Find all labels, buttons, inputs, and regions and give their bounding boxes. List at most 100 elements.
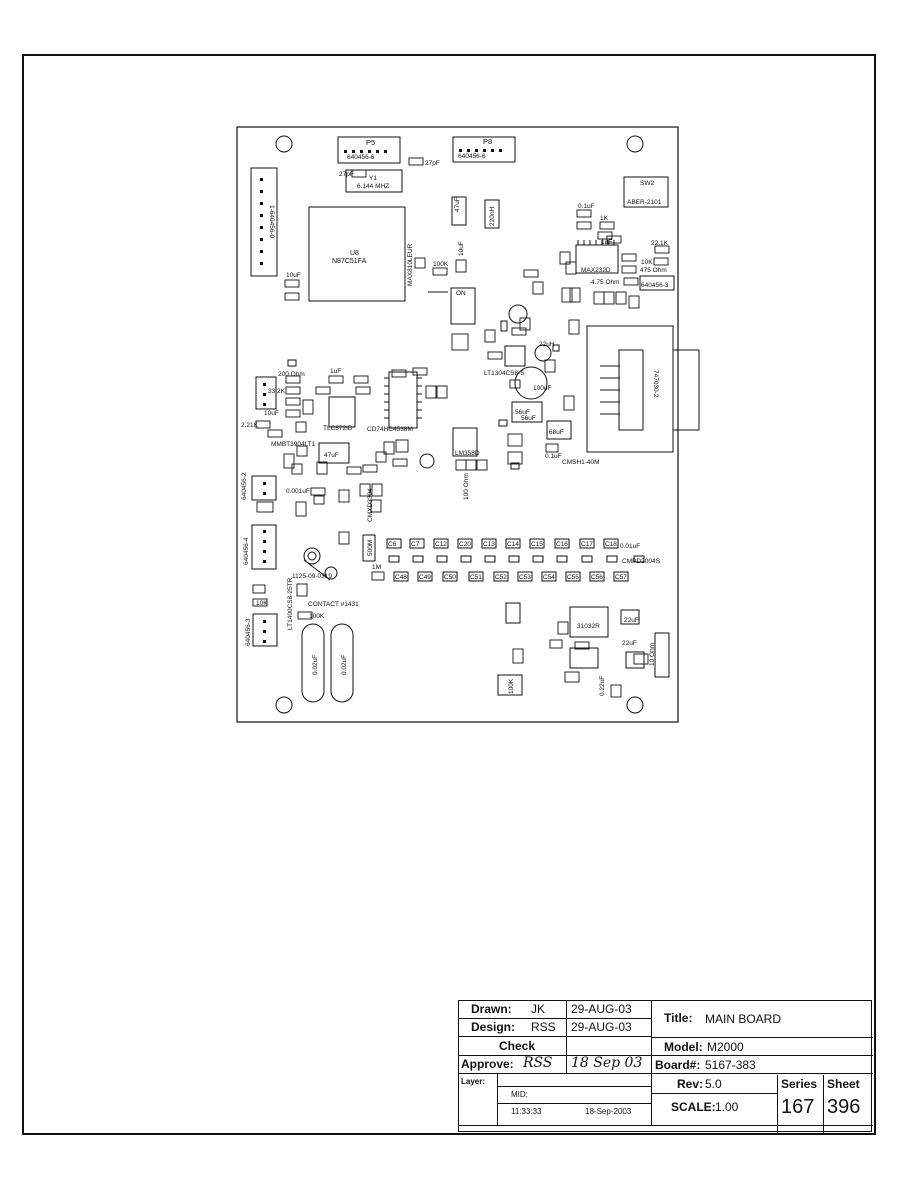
ic-u1 <box>452 427 478 457</box>
label-c10: 0.02uF <box>312 655 319 675</box>
cap-c26 <box>318 442 350 464</box>
note-18: CMXD3304 <box>367 488 374 522</box>
label-c26: 47uF <box>324 452 339 459</box>
note-30: 100K <box>309 613 325 620</box>
cap2-5: C53 <box>519 574 531 581</box>
label-p3-part: 640456-3 <box>641 282 669 289</box>
label-sw2: SW2 <box>640 180 654 187</box>
approve-date-signature: 18 Sep 03 <box>571 1055 643 1071</box>
note-28: 2.21K <box>241 422 259 429</box>
label-c61: 22uF <box>624 617 639 624</box>
cap2-6: C54 <box>543 574 555 581</box>
label-sw1: ON <box>456 290 466 297</box>
resistor-r1 <box>362 534 376 562</box>
connector-p7 <box>586 325 674 453</box>
note-3: 1K <box>600 215 609 222</box>
cap1-2: C12 <box>435 541 447 548</box>
scale-label: SCALE: <box>671 1100 716 1114</box>
label-c62: 22uF <box>622 640 637 647</box>
cap-c34 <box>511 401 543 423</box>
ic-u2 <box>388 371 418 429</box>
title-label: Title: <box>664 1011 693 1025</box>
sheet-value: 396 <box>827 1096 861 1118</box>
cap1-1: C7 <box>411 541 420 548</box>
label-p1-part: 640456-4 <box>243 537 250 565</box>
crystal-y1 <box>345 169 403 193</box>
drawn-label: Drawn: <box>471 1002 512 1016</box>
label-u4-part: LT1304CS8-5 <box>484 370 524 377</box>
drawn-date: 29-AUG-03 <box>571 1002 632 1016</box>
cap2-0: C48 <box>395 574 407 581</box>
label-s-part: 1125-09-0319 <box>292 573 332 580</box>
scale-value: 1.00 <box>715 1100 739 1114</box>
label-p8: P8 <box>483 137 492 146</box>
switch-sw1 <box>450 287 476 325</box>
note-32: 0.1uF <box>545 453 562 460</box>
note-17: MMBT3904LT1 <box>271 441 316 448</box>
label-u9-part: MAX232D <box>581 267 611 274</box>
note-10: 4.75 Ohm <box>591 279 620 286</box>
note-1: 27pF <box>425 160 440 167</box>
label-r28: 100K <box>508 678 515 694</box>
cap2-1: C49 <box>419 574 431 581</box>
board-value: 5167-383 <box>705 1058 756 1072</box>
note-6: 10uF <box>458 241 465 256</box>
cap1-5: C14 <box>507 541 519 548</box>
label-sw2-part: ABER-2101 <box>627 199 662 206</box>
mid-label: MID: <box>511 1090 528 1099</box>
note-7: 22.1K <box>651 240 669 247</box>
cap2-2: C50 <box>444 574 456 581</box>
note-4: 10uF <box>286 272 301 279</box>
cap1-0: C6 <box>388 541 397 548</box>
model-label: Model: <box>664 1040 703 1054</box>
note-11: CMSH1-40M <box>562 459 600 466</box>
ic-u3 <box>328 396 356 428</box>
note-21: LT1400CS8-25TR <box>287 577 294 630</box>
label-c32: 100uF <box>533 385 551 392</box>
label-t1-part: 31032R <box>577 623 600 630</box>
note-24: 10uF <box>264 410 279 417</box>
label-p5-part: 640456-6 <box>347 154 375 161</box>
series-value: 167 <box>781 1096 815 1118</box>
connector-p4 <box>252 613 278 647</box>
time-value: 11:33:33 <box>511 1107 542 1116</box>
board-label: Board#: <box>655 1058 701 1072</box>
label-u8-part: N87C51FA <box>332 258 367 265</box>
label-l3: 220nH <box>489 207 496 226</box>
label-r24: 10 Ohm <box>649 643 656 666</box>
label-p4-part: 640456-3 <box>245 618 252 646</box>
note-14: MAX810LEUR <box>407 243 414 286</box>
label-c11: 0.02uF <box>341 655 348 675</box>
switch-sw2 <box>623 176 669 208</box>
label-c9: 68uF <box>549 429 564 436</box>
label-c34: 56uF <box>515 409 530 416</box>
design-label: Design: <box>471 1020 516 1034</box>
note-19: 0.001uF <box>286 488 310 495</box>
rev-value: 5.0 <box>705 1077 722 1091</box>
label-u3-part: TLC372ID <box>323 425 353 432</box>
label-p6-part: 1-640456-0 <box>268 205 275 239</box>
connector-p3 <box>639 275 675 291</box>
note-31: 56uF <box>521 415 536 422</box>
resistor-r24 <box>654 632 670 678</box>
cap1-3: C20 <box>459 541 471 548</box>
date-value: 18-Sep-2003 <box>585 1107 632 1116</box>
note-8: 10K <box>641 259 653 266</box>
title-value: MAIN BOARD <box>705 1012 782 1026</box>
design-date: 29-AUG-03 <box>571 1020 632 1034</box>
cap2-8: C56 <box>591 574 603 581</box>
ic-u4 <box>504 345 526 367</box>
sheet-label: Sheet <box>827 1077 860 1091</box>
note-29: 0.22uF <box>599 676 606 696</box>
note-12: CMPD2004S <box>622 558 661 565</box>
note-25: 200 Ohm <box>278 371 305 378</box>
drawing-frame <box>22 54 876 1135</box>
label-u2-part: CD74HC4538M <box>367 426 413 433</box>
label-p5: P5 <box>366 138 375 147</box>
label-p7-part: 747030-2 <box>652 370 659 398</box>
board-outline <box>236 126 679 723</box>
label-y1-part: 6.144 MHZ <box>357 183 389 190</box>
label-pl1-part: CONTACT #1431 <box>308 601 359 608</box>
note-22: 1M <box>372 564 381 571</box>
note-26: 1uF <box>330 368 341 375</box>
